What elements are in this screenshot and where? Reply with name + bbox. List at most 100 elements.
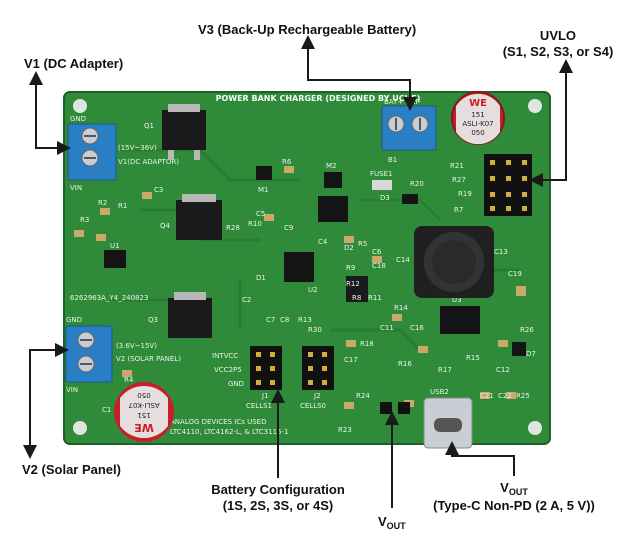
cells0-label: CELLS0 bbox=[300, 402, 326, 410]
ref-r4: R4 bbox=[124, 376, 134, 384]
ref-d1: D1 bbox=[256, 274, 266, 282]
ref-c6: C6 bbox=[372, 248, 382, 256]
cap-volt-bottom: 050 bbox=[137, 391, 150, 399]
ref-r24: R24 bbox=[356, 392, 370, 400]
ref-r23: R23 bbox=[338, 426, 352, 434]
ref-r1: R1 bbox=[118, 202, 127, 210]
ref-r19: R19 bbox=[458, 190, 472, 198]
ref-c21: C21 bbox=[480, 392, 494, 400]
ref-c5: C5 bbox=[256, 210, 265, 218]
ref-r12: R12 bbox=[346, 280, 360, 288]
power-inductor bbox=[414, 226, 494, 298]
ref-d2: D2 bbox=[344, 244, 354, 252]
diode-d3 bbox=[402, 194, 418, 204]
ref-r9: R9 bbox=[346, 264, 355, 272]
ref-r3: R3 bbox=[80, 216, 89, 224]
cap-volt-top: 050 bbox=[471, 129, 484, 137]
v1-arrow bbox=[29, 71, 71, 155]
ref-r14: R14 bbox=[394, 304, 408, 312]
uvlo-sub: (S1, S2, S3, or S4) bbox=[502, 44, 614, 60]
gnd-hdr-label: GND bbox=[228, 380, 244, 388]
v2-vin-label: VIN bbox=[66, 386, 78, 394]
ref-c22: C22 bbox=[498, 392, 512, 400]
vout-typec-callout: VOUT (Type-C Non-PD (2 A, 5 V)) bbox=[433, 480, 595, 515]
ref-c13: C13 bbox=[494, 248, 508, 256]
vout-callout: VOUT bbox=[378, 514, 406, 532]
ref-c9: C9 bbox=[284, 224, 293, 232]
battery-config-title: Battery Configuration bbox=[211, 482, 345, 497]
ref-m1: M1 bbox=[258, 186, 269, 194]
ref-u2: U2 bbox=[308, 286, 318, 294]
cap-series-bottom: ASLI-K07 bbox=[128, 401, 159, 409]
ic-u1 bbox=[104, 250, 126, 268]
cap-series-top: ASLI-K07 bbox=[462, 120, 493, 128]
ref-r15: R15 bbox=[466, 354, 480, 362]
ref-r28: R28 bbox=[226, 224, 240, 232]
battery-terminal-block bbox=[381, 105, 437, 151]
mosfet-m2 bbox=[324, 172, 342, 188]
ref-b1: B1 bbox=[388, 156, 397, 164]
ics-list-label: LTC4110, LTC4162-L, & LTC3115-1 bbox=[170, 428, 289, 436]
battery-config-callout: Battery Configuration (1S, 2S, 3S, or 4S… bbox=[211, 482, 345, 515]
v2-board-label: V2 (SOLAR PANEL) bbox=[116, 355, 181, 363]
ics-used-label: ANALOG DEVICES ICs USED bbox=[170, 418, 266, 426]
ref-m2: M2 bbox=[326, 162, 337, 170]
mosfet-q1 bbox=[162, 104, 206, 160]
cap-brand-top: WE bbox=[469, 98, 487, 109]
vout-c-desc: (Type-C Non-PD (2 A, 5 V)) bbox=[433, 498, 595, 514]
cap-value-bottom: 151 bbox=[137, 411, 150, 419]
ref-c11: C11 bbox=[380, 324, 394, 332]
v1-board-label: V1(DC ADAPTOR) bbox=[118, 158, 179, 166]
v3-arrow bbox=[301, 35, 417, 111]
inductor-small bbox=[346, 276, 368, 302]
cells1-label: CELLS1 bbox=[246, 402, 272, 410]
ref-r26: R26 bbox=[520, 326, 534, 334]
ref-c3: C3 bbox=[154, 186, 163, 194]
ref-c14: C14 bbox=[396, 256, 410, 264]
v2-gnd-label: GND bbox=[66, 316, 82, 324]
ref-r13: R13 bbox=[298, 316, 312, 324]
electrolytic-cap-bottom: WE 151 ASLI-K07 050 bbox=[114, 382, 174, 442]
uvlo-arrow bbox=[529, 59, 573, 187]
j2-label: J2 bbox=[313, 392, 321, 400]
ref-r25: R25 bbox=[516, 392, 530, 400]
ref-r10: R10 bbox=[248, 220, 262, 228]
intvcc-label: INTVCC bbox=[212, 352, 238, 360]
battery-config-sub: (1S, 2S, 3S, or 4S) bbox=[222, 498, 334, 514]
battery-terminal-label: BAT+ BAT- bbox=[384, 98, 421, 106]
ref-q1: Q1 bbox=[144, 122, 154, 130]
ref-c19: C19 bbox=[508, 270, 522, 278]
usb-c-connector bbox=[423, 397, 473, 449]
mosfet-q4 bbox=[176, 194, 222, 240]
ref-c4: C4 bbox=[318, 238, 328, 246]
v2-input-range: (3.6V~15V) bbox=[116, 342, 157, 350]
board-id: 6262963A_Y4_240823 bbox=[70, 294, 148, 302]
v1-terminal-block bbox=[67, 123, 117, 181]
vout-typec-arrow bbox=[445, 441, 515, 476]
usb-label: USB2 bbox=[430, 388, 449, 396]
ref-r8: R8 bbox=[352, 294, 361, 302]
ref-r30: R30 bbox=[308, 326, 322, 334]
ref-c2: C2 bbox=[242, 296, 251, 304]
vcc2p5-label: VCC2P5 bbox=[214, 366, 242, 374]
ref-c17: C17 bbox=[344, 356, 358, 364]
header-j1 bbox=[250, 346, 282, 390]
ref-r17: R17 bbox=[438, 366, 452, 374]
diode-d7 bbox=[512, 342, 526, 356]
ref-r27: R27 bbox=[452, 176, 466, 184]
uvlo-callout: UVLO (S1, S2, S3, or S4) bbox=[503, 28, 614, 61]
v2-terminal-block bbox=[65, 325, 113, 383]
mosfet-q3 bbox=[168, 292, 212, 338]
v3-callout: V3 (Back-Up Rechargeable Battery) bbox=[198, 22, 417, 37]
v1-input-range: (15V~36V) bbox=[118, 144, 157, 152]
uvlo-title: UVLO bbox=[539, 28, 577, 43]
ref-d3: D3 bbox=[380, 194, 390, 202]
passives bbox=[74, 166, 526, 409]
ref-r11: R11 bbox=[368, 294, 382, 302]
vout-sub: OUT bbox=[386, 521, 406, 531]
fuse bbox=[372, 180, 392, 190]
ref-r2: R2 bbox=[98, 199, 107, 207]
vout-c-sub: OUT bbox=[508, 487, 528, 497]
ic-u3 bbox=[440, 306, 480, 334]
